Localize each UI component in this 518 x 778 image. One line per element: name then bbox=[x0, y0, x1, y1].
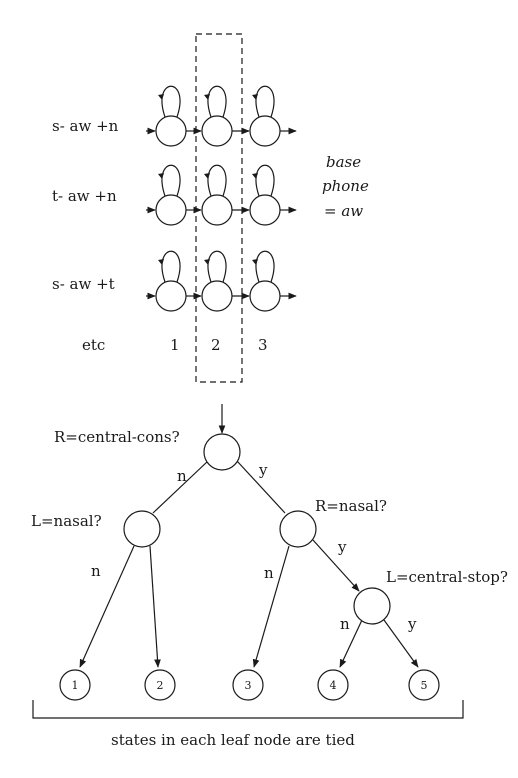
etc-label: etc bbox=[82, 336, 105, 354]
hmm-state-3 bbox=[249, 115, 281, 147]
right-node bbox=[279, 510, 317, 548]
branch-right-yes: y bbox=[337, 538, 347, 556]
question-root: R=central-cons? bbox=[54, 428, 180, 446]
self-loop-arrowhead bbox=[252, 173, 258, 179]
model-label-t-aw-n: t- aw +n bbox=[52, 187, 117, 205]
self-loop bbox=[161, 85, 181, 118]
leaf-label: 5 bbox=[421, 679, 428, 692]
hmm-state-2 bbox=[201, 280, 233, 312]
leaf-label: 4 bbox=[330, 679, 337, 692]
model-label-s-aw-t: s- aw +t bbox=[52, 275, 115, 293]
self-loop bbox=[255, 85, 275, 118]
left-node bbox=[123, 510, 161, 548]
hmm-row-3 bbox=[146, 250, 297, 312]
leaf-circle bbox=[144, 669, 176, 701]
self-loop-arrowhead bbox=[252, 259, 258, 265]
right-right-node bbox=[353, 587, 391, 625]
edge-root-left bbox=[152, 460, 209, 514]
self-loop bbox=[207, 250, 227, 283]
question-left: L=nasal? bbox=[31, 512, 102, 530]
leaf-label: 3 bbox=[245, 679, 252, 692]
state-number-2: 2 bbox=[211, 336, 221, 354]
edge-left-leaf1 bbox=[79, 545, 135, 668]
hmm-state-3 bbox=[249, 194, 281, 226]
hmm-row-1 bbox=[146, 85, 297, 147]
hmm-state-1 bbox=[155, 280, 187, 312]
edge-rr-leaf5 bbox=[383, 619, 419, 668]
leaf-circle bbox=[317, 669, 349, 701]
root-node bbox=[203, 433, 241, 471]
leaf-node-2: 2 bbox=[144, 669, 176, 701]
self-loop-arrowhead bbox=[252, 94, 258, 100]
self-loop-arrowhead bbox=[204, 94, 210, 100]
edge-right-rightright bbox=[312, 539, 360, 592]
hmm-rows bbox=[146, 85, 297, 312]
self-loop-arrowhead bbox=[158, 94, 164, 100]
tree-caption: states in each leaf node are tied bbox=[111, 731, 355, 749]
leaf-node-5: 5 bbox=[408, 669, 440, 701]
branch-root-yes: y bbox=[258, 461, 268, 479]
branch-root-no: n bbox=[177, 467, 187, 485]
branch-rr-yes: y bbox=[407, 615, 417, 633]
state-number-3: 3 bbox=[258, 336, 268, 354]
hmm-section: s- aw +n t- aw +n s- aw +t etc 1 2 3 bas… bbox=[52, 33, 369, 383]
leaf-circle bbox=[59, 669, 91, 701]
hmm-state-2 bbox=[201, 194, 233, 226]
leaf-node-4: 4 bbox=[317, 669, 349, 701]
self-loop bbox=[161, 250, 181, 283]
leaf-circle bbox=[232, 669, 264, 701]
question-right-right: L=central-stop? bbox=[386, 568, 508, 586]
hmm-state-1 bbox=[155, 194, 187, 226]
branch-rr-no: n bbox=[340, 615, 350, 633]
edge-left-leaf2 bbox=[149, 545, 161, 668]
self-loop bbox=[161, 164, 181, 197]
self-loop bbox=[255, 164, 275, 197]
branch-right-no: n bbox=[264, 564, 274, 582]
leaf-label: 2 bbox=[157, 679, 164, 692]
self-loop bbox=[207, 164, 227, 197]
base-phone-line-1: base bbox=[326, 153, 361, 171]
tied-bracket bbox=[32, 700, 464, 719]
model-label-s-aw-n: s- aw +n bbox=[52, 117, 119, 135]
edge-root-right bbox=[236, 460, 286, 514]
self-loop-arrowhead bbox=[204, 259, 210, 265]
self-loop-arrowhead bbox=[158, 259, 164, 265]
self-loop-arrowhead bbox=[204, 173, 210, 179]
state-number-1: 1 bbox=[170, 336, 180, 354]
leaf-node-1: 1 bbox=[59, 669, 91, 701]
self-loop bbox=[255, 250, 275, 283]
self-loop-arrowhead bbox=[158, 173, 164, 179]
hmm-state-3 bbox=[249, 280, 281, 312]
leaf-circle bbox=[408, 669, 440, 701]
branch-left-no: n bbox=[91, 562, 101, 580]
leaf-label: 1 bbox=[72, 679, 79, 692]
hmm-state-1 bbox=[155, 115, 187, 147]
base-phone-line-3: = aw bbox=[324, 202, 363, 220]
edge-right-leaf3 bbox=[252, 545, 290, 668]
base-phone-line-2: phone bbox=[322, 177, 369, 195]
hmm-state-2 bbox=[201, 115, 233, 147]
hmm-row-2 bbox=[146, 164, 297, 226]
question-right: R=nasal? bbox=[315, 497, 387, 515]
self-loop bbox=[207, 85, 227, 118]
leaf-node-3: 3 bbox=[232, 669, 264, 701]
leaf-nodes: 1 2 3 4 5 bbox=[59, 669, 440, 701]
edge-rr-leaf4 bbox=[339, 619, 363, 668]
